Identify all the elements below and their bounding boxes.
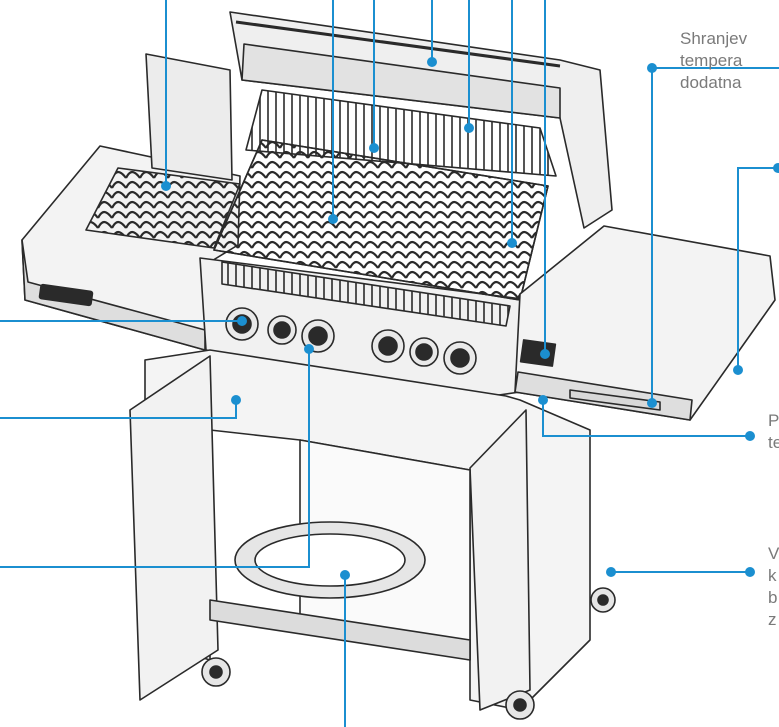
- right-cart-door: [469, 409, 531, 711]
- label-line: dodatna: [680, 73, 742, 92]
- grill-illustration: [21, 11, 776, 720]
- callout-label-wheels: V k b z: [768, 543, 779, 631]
- thermometer-rail: [569, 389, 661, 411]
- label-line: k: [768, 566, 777, 585]
- casters: [201, 587, 616, 720]
- lid-handle: [235, 20, 561, 68]
- label-line: V: [768, 544, 779, 563]
- label-line: b: [768, 588, 778, 607]
- label-line: te: [768, 433, 779, 452]
- callout-label-sensor: P te: [768, 410, 779, 454]
- label-line: z: [768, 610, 777, 629]
- label-line: Shranjev: [680, 29, 748, 48]
- callout-dots: [161, 57, 779, 580]
- thermometer-display: [519, 339, 557, 367]
- label-line: P: [768, 411, 779, 430]
- callout-label-thermometer-storage: Shranjev tempera dodatna: [680, 28, 747, 94]
- left-cart-door: [129, 355, 219, 701]
- front-grille: [221, 261, 511, 327]
- side-burner-lid: [145, 53, 233, 181]
- side-burner-grate: [85, 167, 241, 249]
- bottom-shelf: [209, 599, 471, 661]
- label-line: tempera: [680, 51, 743, 70]
